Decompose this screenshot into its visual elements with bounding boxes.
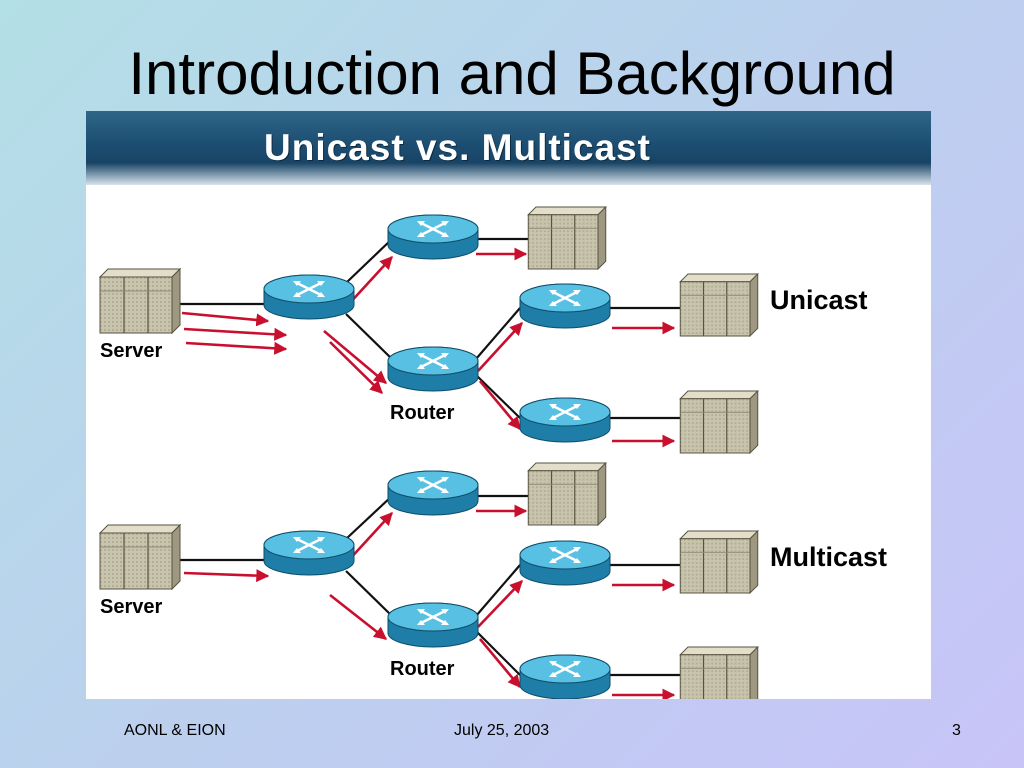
unicast-router-top-icon (386, 213, 480, 261)
multicast-router-label: Router (390, 658, 455, 680)
slide-title: Introduction and Background (128, 40, 896, 107)
banner-title: Unicast vs. Multicast (264, 127, 652, 168)
unicast-router-label: Router (390, 402, 455, 424)
multicast-host-bottom-icon (679, 646, 759, 699)
unicast-label: Unicast (770, 285, 868, 315)
unicast-router-right-bottom-icon (518, 396, 612, 444)
figure-banner: Unicast vs. Multicast (86, 111, 931, 185)
footer-left-text: AONL & EION (124, 722, 226, 739)
multicast-router-middle-icon (386, 601, 480, 649)
unicast-router-edge-icon (262, 273, 356, 321)
unicast-host-top-icon (527, 206, 607, 270)
multicast-server-label: Server (100, 596, 162, 618)
multicast-router-edge-icon (262, 529, 356, 577)
multicast-label: Multicast (770, 542, 887, 572)
network-diagram: Server Router Unicast (99, 206, 887, 699)
unicast-section: Server Router Unicast (99, 206, 868, 454)
unicast-server-label: Server (100, 340, 162, 362)
unicast-router-middle-icon (386, 345, 480, 393)
unicast-host-mid-icon (679, 273, 759, 337)
footer-date: July 25, 2003 (454, 722, 550, 739)
multicast-router-right-top-icon (518, 539, 612, 587)
multicast-host-mid-icon (679, 530, 759, 594)
multicast-section: Server Router Multicast (99, 462, 887, 699)
unicast-server-icon (99, 268, 181, 334)
unicast-multicast-figure: Unicast vs. Multicast (86, 111, 931, 699)
multicast-router-top-icon (386, 469, 480, 517)
unicast-host-bottom-icon (679, 390, 759, 454)
unicast-router-right-top-icon (518, 282, 612, 330)
page-number: 3 (952, 722, 961, 739)
multicast-server-icon (99, 524, 181, 590)
multicast-router-right-bottom-icon (518, 653, 612, 699)
unicast-arrow-up (347, 256, 393, 306)
multicast-host-top-icon (527, 462, 607, 526)
